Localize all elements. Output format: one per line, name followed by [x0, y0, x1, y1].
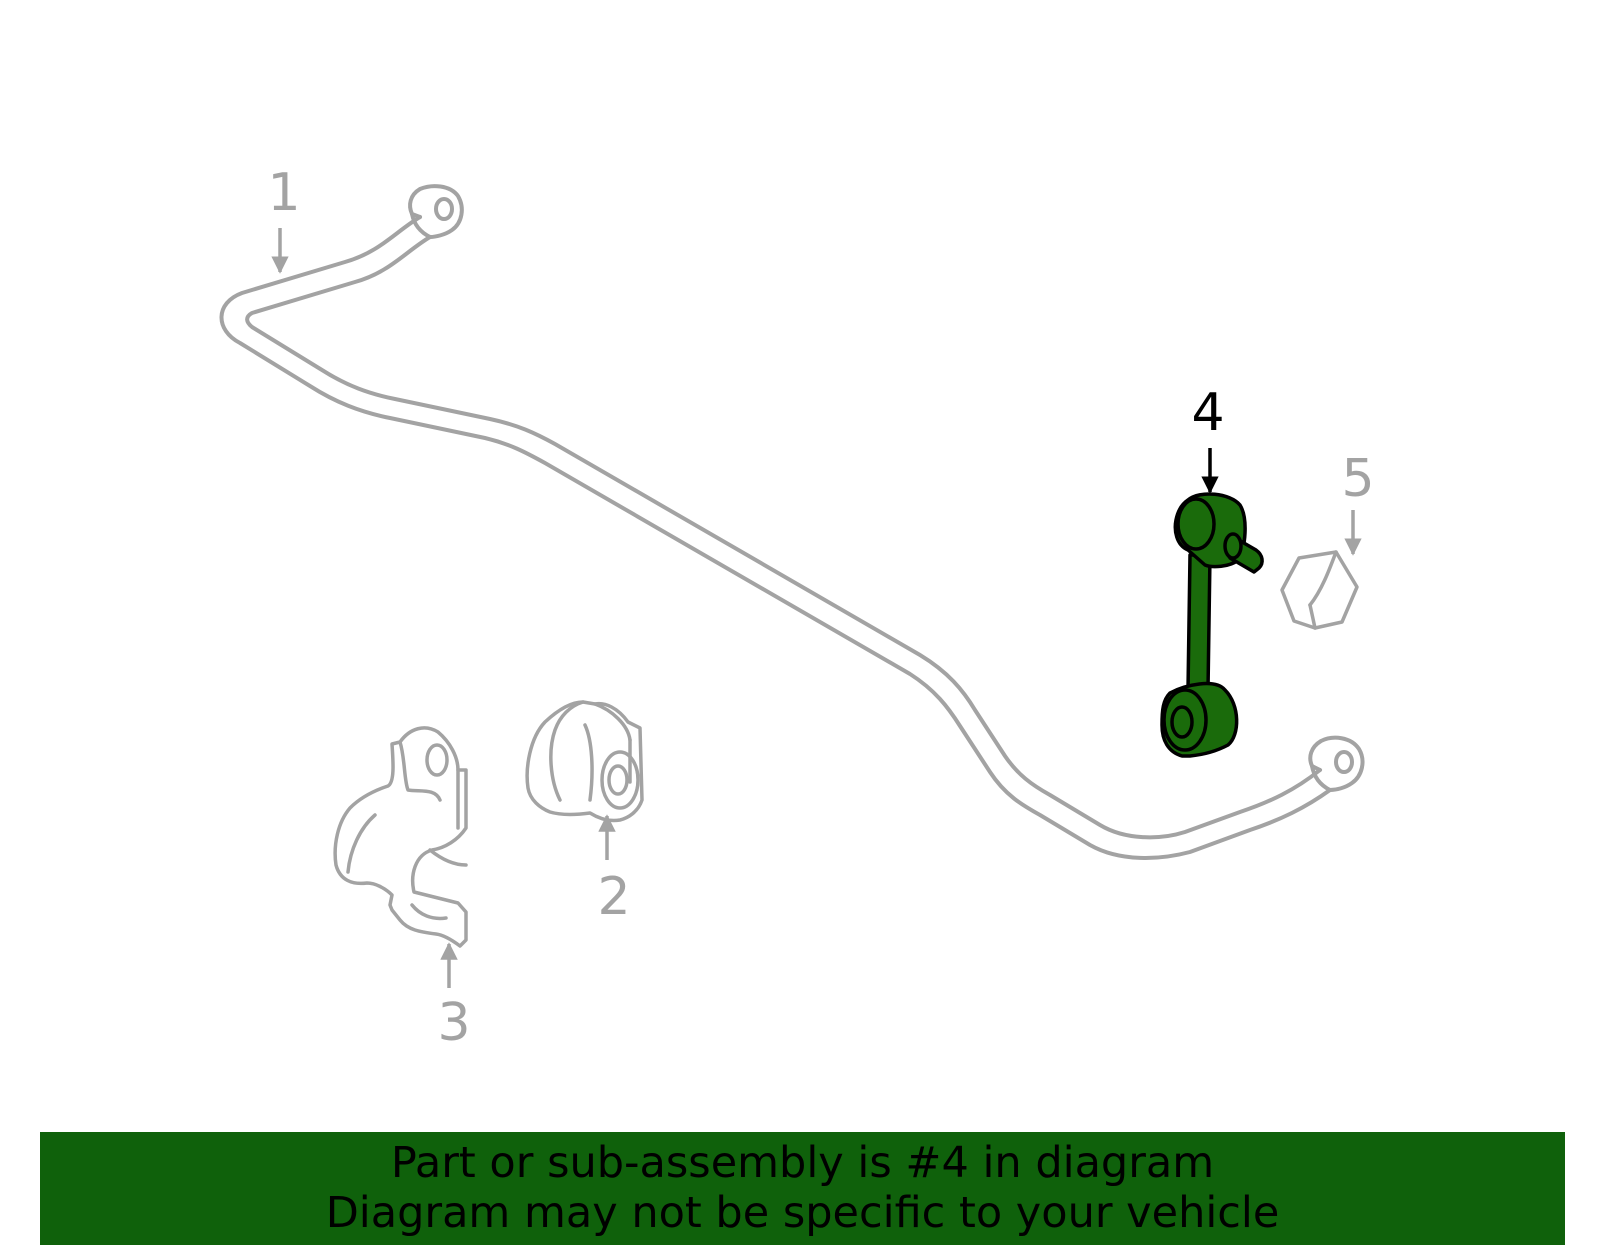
callout-number: 4 [1191, 383, 1224, 443]
callout-number: 2 [597, 867, 630, 927]
callout-number: 3 [437, 993, 470, 1053]
callout-number: 1 [267, 163, 300, 223]
stabilizer-bar [219, 184, 1365, 860]
callout-number: 5 [1341, 449, 1374, 509]
callout-3: 3 [437, 942, 471, 1053]
stabilizer-link [1160, 492, 1264, 758]
stabilizer-bushing [525, 700, 644, 823]
callout-4: 4 [1191, 383, 1225, 494]
callout-1: 1 [267, 163, 301, 274]
callout-2: 2 [597, 814, 631, 927]
callout-5: 5 [1341, 449, 1375, 556]
stabilizer-bracket [333, 726, 468, 948]
hex-nut [1280, 550, 1359, 630]
banner-line-1: Part or sub-assembly is #4 in diagram [390, 1138, 1215, 1188]
banner-line-2: Diagram may not be specific to your vehi… [325, 1188, 1280, 1238]
part-info-banner: Part or sub-assembly is #4 in diagram Di… [40, 1132, 1565, 1245]
